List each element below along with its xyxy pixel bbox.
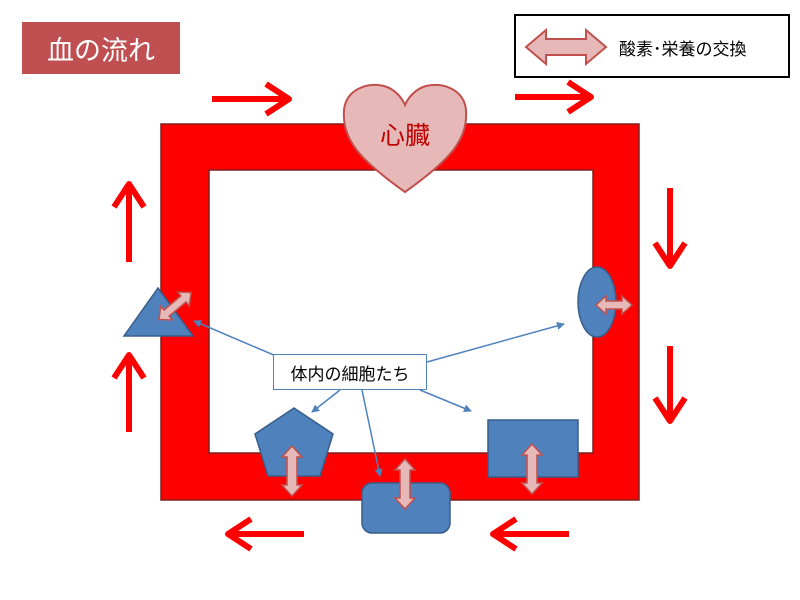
flow-arrow-right-upper xyxy=(652,188,688,269)
flow-arrow-bottom-right xyxy=(490,516,569,552)
diagram-title: 血の流れ xyxy=(22,22,180,74)
legend: 酸素･栄養の交換 xyxy=(514,14,790,78)
connector-to-triangle xyxy=(193,320,277,357)
flow-arrow-left-upper xyxy=(111,181,147,262)
heart-shape xyxy=(342,84,468,194)
flow-arrow-right-lower xyxy=(652,346,688,424)
cells-label: 体内の細胞たち xyxy=(273,354,427,390)
double-arrow-icon xyxy=(524,27,608,67)
heart-label: 心臓 xyxy=(380,121,430,150)
exchange-arrow-rounded-rect xyxy=(393,457,417,511)
blood-vessel-loop xyxy=(160,123,640,501)
connector-to-pentagon xyxy=(311,389,341,413)
connector-to-rectangle xyxy=(419,389,472,413)
exchange-arrow-ellipse xyxy=(594,294,634,316)
cell-triangle xyxy=(122,286,195,337)
connector-to-rounded-rect xyxy=(361,389,383,477)
legend-label: 酸素･栄養の交換 xyxy=(619,40,747,60)
exchange-arrow-rectangle xyxy=(520,442,544,496)
flow-arrow-top-left xyxy=(212,81,292,117)
flow-arrow-top-right xyxy=(515,79,594,115)
flow-arrow-left-lower xyxy=(111,352,147,432)
exchange-arrow-triangle xyxy=(158,291,192,321)
exchange-arrow-pentagon xyxy=(280,444,304,498)
flow-arrow-bottom-left xyxy=(225,516,304,552)
connector-to-ellipse xyxy=(426,322,565,363)
